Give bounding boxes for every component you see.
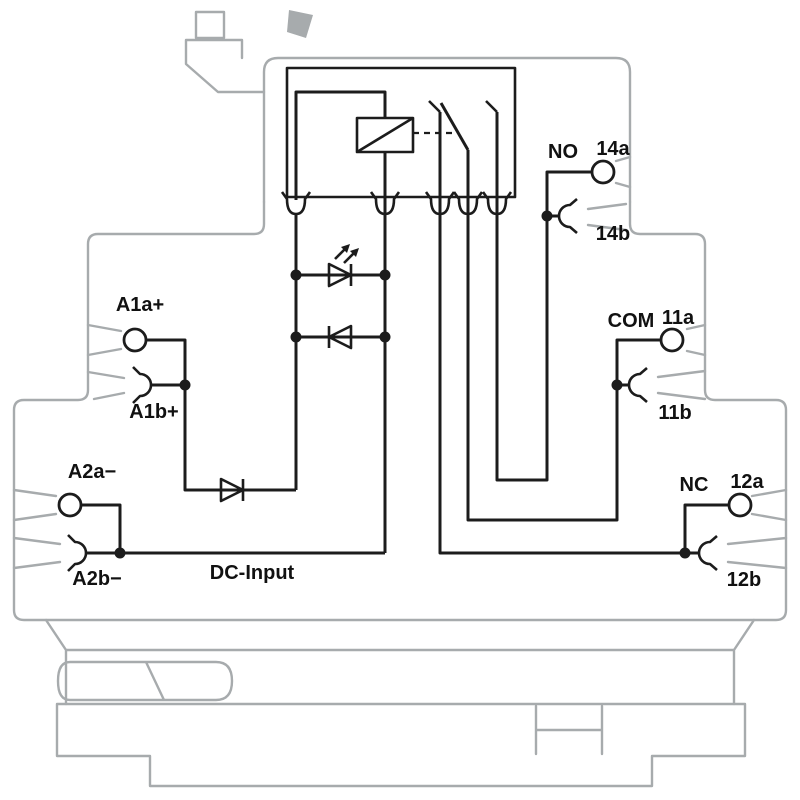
junction-dot [611,379,623,391]
label-12b: 12b [727,569,761,591]
label-com: COM [608,310,655,332]
junction-dot [379,331,391,343]
label-12a: 12a [730,471,764,493]
label-11a: 11a [662,307,695,329]
series-diode [219,477,245,503]
label-dc-input: DC-Input [210,562,295,584]
din-rail [55,702,747,788]
wire-14a-feed [545,170,592,216]
terminal-11a [659,327,685,353]
junction-dot [179,379,191,391]
module-body-outline [12,200,788,622]
relay-block-outline [285,66,517,199]
wire-11a-feed [615,338,661,385]
wire-12a-feed [683,503,729,553]
junction-dot [114,547,126,559]
label-14b: 14b [596,223,630,245]
wire-no-run [495,214,549,482]
top-clip-rect [194,10,226,40]
relay-coil-diagonal [356,116,414,154]
led-indicator [327,244,359,288]
top-clip-arm [184,38,266,94]
junction-dot [679,547,691,559]
label-14a: 14a [596,138,630,160]
label-a2a: A2a− [68,461,116,483]
contact-no-tick [485,100,498,113]
contact-nc-tick [428,100,441,113]
junction-dot [290,269,302,281]
wire-a1a-feed [146,338,187,385]
label-11b: 11b [658,402,691,424]
terminal-12a [727,492,753,518]
relay-socket-outline [262,56,632,204]
terminal-a1a [122,327,148,353]
terminal-11b [627,367,648,403]
freewheel-diode [327,324,353,350]
circuit [57,66,753,572]
wire-coil-top-loop [294,90,387,200]
junction-dot [290,331,302,343]
terminal-funnels [12,155,788,570]
junction-dot [541,210,553,222]
contact-lever [439,102,470,151]
wire-com-run [466,214,619,522]
labels: A1a+ A1b+ A2a− A2b− DC-Input NO 14a 14b … [68,138,765,591]
top-clip-wedge [287,10,313,38]
release-clip [56,660,234,702]
terminal-a2a [57,492,83,518]
junction-dot [379,269,391,281]
module-housing [12,10,788,788]
label-no: NO [548,141,578,163]
module-foot [44,618,756,706]
label-a2b: A2b− [72,568,121,590]
wire-series-diode-run [183,385,296,492]
label-a1a: A1a+ [116,294,164,316]
terminal-a2b [67,534,88,572]
label-a1b: A1b+ [129,401,178,423]
wire-nc-run [438,214,685,555]
terminal-a1b [132,366,153,404]
wire-a2a-feed [81,503,122,553]
terminal-12b [697,535,718,571]
terminal-14b [557,198,578,234]
label-nc: NC [680,474,709,496]
terminal-14a [590,159,616,185]
